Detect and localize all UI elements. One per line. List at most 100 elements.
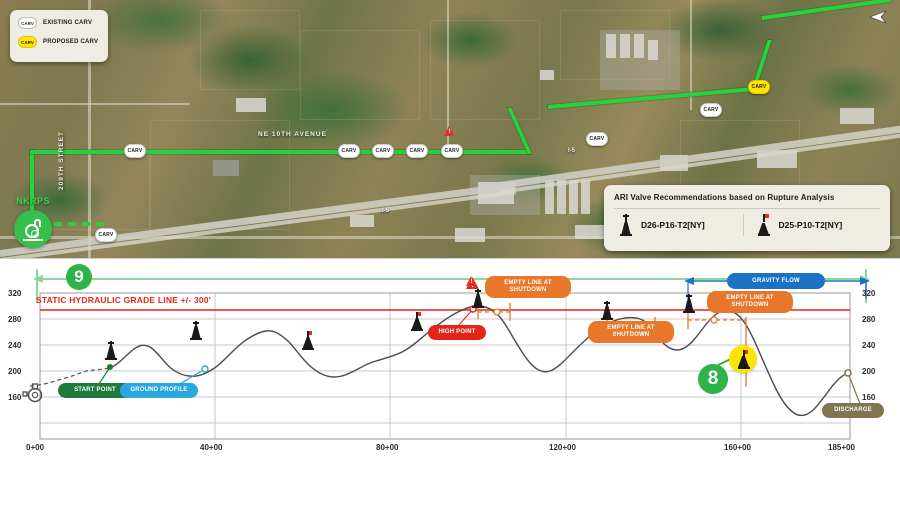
annotation-discharge[interactable]: DISCHARGE [822, 403, 884, 418]
map-building [455, 228, 485, 242]
profile-valve-marker-1[interactable] [105, 341, 117, 361]
carv-label: CARV [751, 84, 767, 90]
map-parcel [200, 10, 300, 90]
valve-highlight-circle[interactable] [729, 345, 757, 373]
map-road [88, 0, 91, 258]
map-building [236, 98, 266, 112]
legend-label-existing-carv: EXISTING CARV [43, 20, 93, 26]
profile-valve-marker-5[interactable] [472, 289, 484, 309]
annotation-empty-line-3[interactable]: EMPTY LINE AT SHUTDOWN [707, 291, 793, 313]
ari-item-label-2: D25-P10-T2[NY] [778, 220, 843, 230]
map-carv-marker-proposed[interactable]: CARV [748, 80, 770, 94]
legend-label-proposed-carv: PROPOSED CARV [43, 39, 99, 45]
map-carv-marker-4[interactable]: CARV [406, 144, 428, 158]
empty-line-annotation-1 [477, 303, 511, 321]
ground-profile-point [201, 365, 209, 373]
carv-label: CARV [409, 148, 425, 154]
y-tick-left-240: 240 [8, 341, 22, 350]
map-carv-marker-7[interactable]: CARV [700, 103, 722, 117]
carv-chip-existing: CARV [18, 17, 37, 29]
carv-chip-proposed: CARV [18, 36, 37, 48]
highway-label-2: I-5 [568, 148, 576, 154]
map-carv-marker-3[interactable]: CARV [372, 144, 394, 158]
chart-gridlines [40, 293, 850, 439]
annotation-high-point[interactable]: HIGH POINT [428, 325, 486, 340]
carv-label: CARV [375, 148, 391, 154]
ground-profile-line [111, 305, 849, 417]
profile-valve-marker-3[interactable] [302, 331, 314, 351]
map-building [620, 34, 630, 58]
badge-8-label: 8 [707, 368, 719, 389]
badge-9[interactable]: 9 [66, 264, 92, 290]
carv-label: CARV [444, 148, 460, 154]
map-building [569, 180, 578, 214]
profile-valve-marker-6[interactable] [601, 301, 613, 321]
profile-valve-marker-4[interactable] [411, 312, 423, 332]
pipeline-route-segment [30, 150, 34, 238]
ground-profile-leader [177, 368, 206, 386]
carv-label: CARV [703, 107, 719, 113]
legend-item-proposed-carv: CARV PROPOSED CARV [18, 36, 100, 48]
carv-label: CARV [341, 148, 357, 154]
annotation-start-point[interactable]: START POINT [58, 383, 132, 398]
profile-valve-marker-7[interactable] [683, 294, 695, 314]
aerial-map[interactable]: CARV CARV CARV CARV CARV CARV CARV CARV … [0, 0, 900, 258]
badge-8[interactable]: 8 [698, 364, 728, 394]
map-carv-marker-2[interactable]: CARV [338, 144, 360, 158]
street-label-209th-street: 209TH STREET [58, 131, 65, 190]
annotation-ground-profile[interactable]: GROUND PROFILE [120, 383, 198, 398]
map-building [540, 70, 554, 80]
valve-icon [737, 349, 750, 369]
static-hydraulic-grade-line-label: STATIC HYDRAULIC GRADE LINE +/- 300' [36, 295, 211, 305]
profile-warning-icon: ! [466, 276, 479, 289]
x-tick-0: 0+00 [26, 443, 45, 452]
map-building [575, 225, 605, 239]
profile-valve-marker-2[interactable] [190, 321, 202, 341]
badge-9-label: 9 [74, 267, 84, 286]
map-parcel [560, 10, 670, 80]
annotation-empty-line-2[interactable]: EMPTY LINE AT SHUTDOWN [588, 321, 674, 343]
map-building [840, 108, 874, 124]
start-pump-icon [22, 381, 44, 403]
x-tick-40: 40+00 [200, 443, 223, 452]
north-arrow-icon [868, 10, 890, 24]
y-tick-right-320: 320 [862, 289, 876, 298]
x-tick-80: 80+00 [376, 443, 399, 452]
pump-station-icon [14, 210, 52, 248]
valve-icon [620, 214, 632, 236]
carv-label: CARV [127, 148, 143, 154]
map-parcel [300, 30, 420, 120]
valve-icon [757, 214, 770, 236]
carv-chip-text: CARV [21, 39, 34, 45]
x-tick-185: 185+00 [828, 443, 855, 452]
map-road [0, 236, 900, 239]
carv-label: CARV [98, 232, 114, 238]
map-carv-marker-1[interactable]: CARV [124, 144, 146, 158]
y-tick-right-280: 280 [862, 315, 876, 324]
map-road [0, 103, 190, 105]
y-tick-right-240: 240 [862, 341, 876, 350]
map-building [557, 180, 566, 214]
map-building [634, 34, 644, 58]
pump-station-marker[interactable]: NKRPS [8, 196, 72, 254]
y-tick-left-280: 280 [8, 315, 22, 324]
ari-callout-item-2: D25-P10-T2[NY] [742, 214, 881, 236]
pipeline-route-proposed-dashed [40, 222, 110, 226]
map-building [213, 160, 239, 176]
map-building [581, 180, 590, 214]
ground-profile-dashed [29, 366, 113, 387]
pipeline-route-segment [30, 150, 530, 154]
map-carv-marker-5[interactable]: CARV [441, 144, 463, 158]
y-tick-left-200: 200 [8, 367, 22, 376]
map-carv-marker-6[interactable]: CARV [586, 132, 608, 146]
map-building [545, 180, 554, 214]
highway-label-1: I-5 [382, 208, 390, 214]
legend-item-existing-carv: CARV EXISTING CARV [18, 17, 100, 29]
map-carv-marker-8[interactable]: CARV [95, 228, 117, 242]
street-label-ne-10th-avenue: NE 10TH AVENUE [258, 131, 327, 138]
annotation-empty-line-1[interactable]: EMPTY LINE AT SHUTDOWN [485, 276, 571, 298]
map-legend: CARV EXISTING CARV CARV PROPOSED CARV [10, 10, 108, 62]
annotation-gravity-flow[interactable]: GRAVITY FLOW [727, 273, 825, 289]
discharge-point [844, 369, 852, 377]
map-parcel [430, 20, 540, 120]
